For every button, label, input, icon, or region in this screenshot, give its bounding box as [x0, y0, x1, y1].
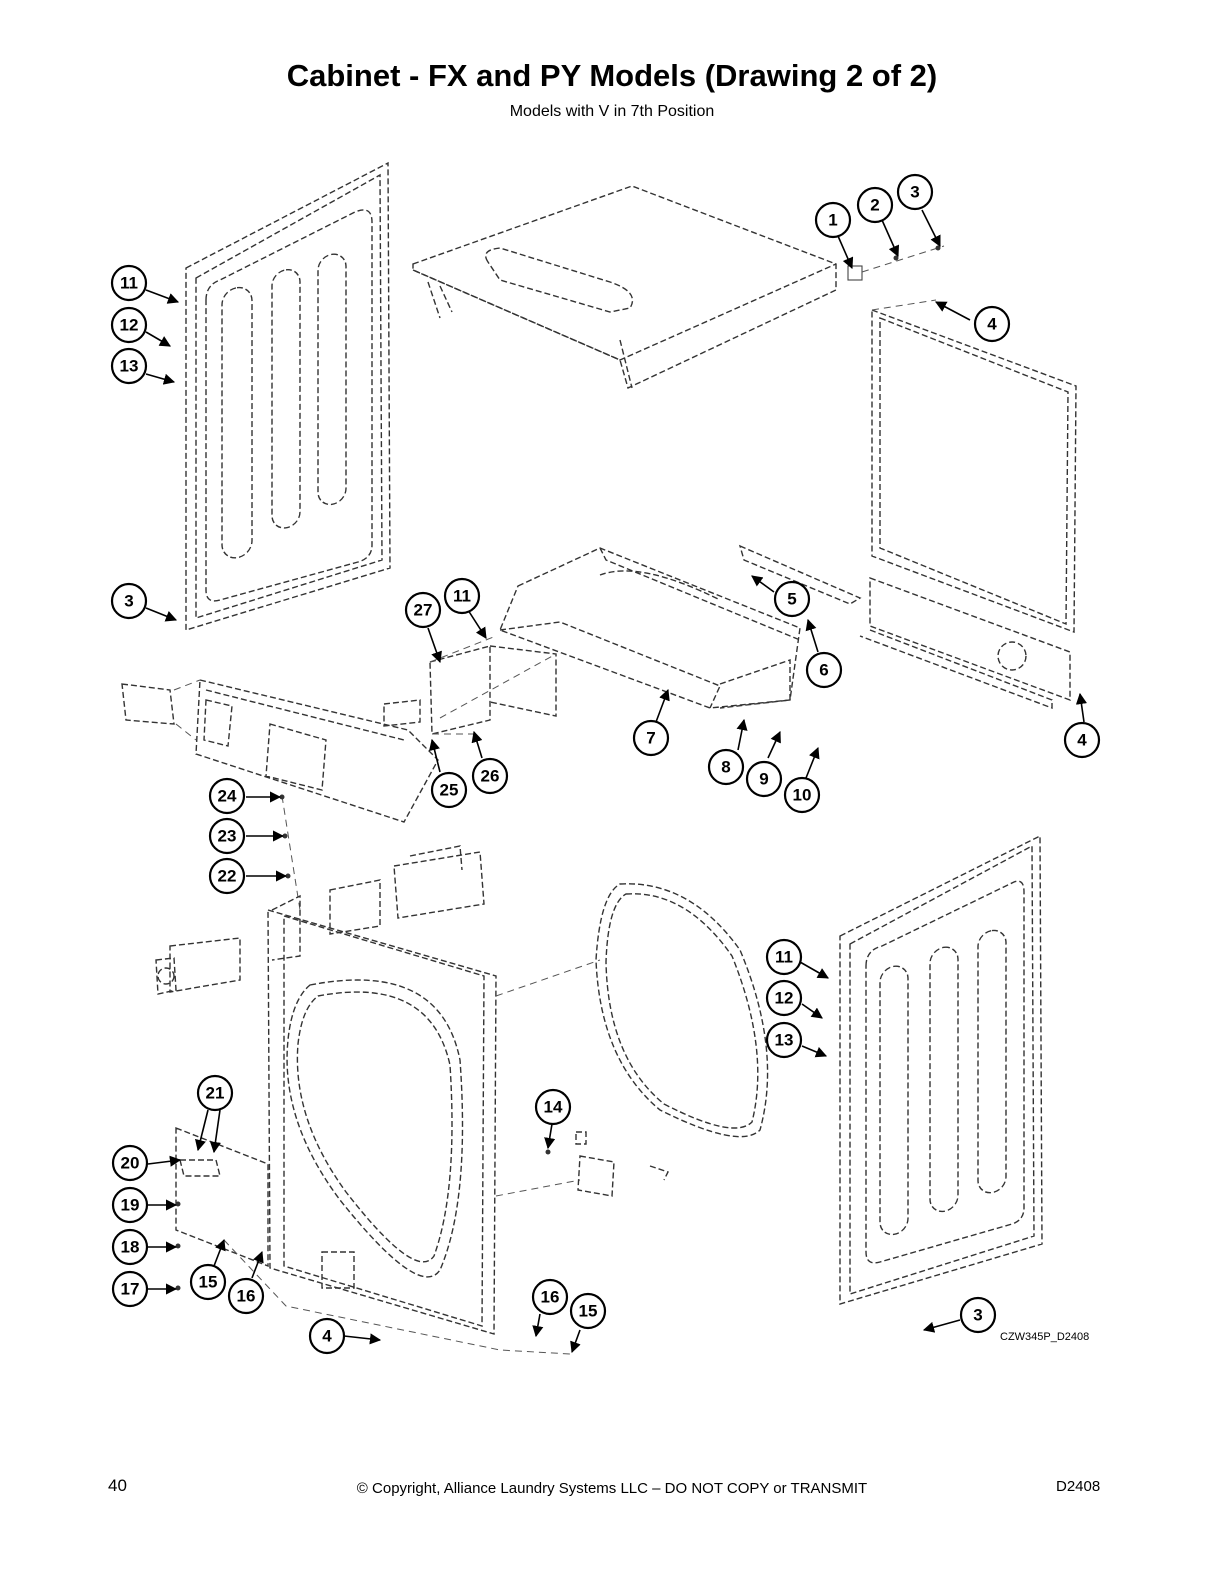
svg-text:11: 11	[453, 587, 471, 606]
callout-4: 4	[1063, 721, 1101, 759]
svg-text:9: 9	[759, 770, 768, 789]
callout-11: 11	[765, 938, 803, 976]
callout-22: 22	[208, 857, 246, 895]
svg-text:2: 2	[870, 196, 879, 215]
svg-text:4: 4	[1077, 731, 1087, 750]
svg-text:17: 17	[121, 1280, 140, 1299]
rear-lower-panel	[859, 576, 1071, 710]
svg-text:6: 6	[819, 661, 828, 680]
svg-text:19: 19	[121, 1196, 140, 1215]
callout-2: 2	[856, 186, 894, 224]
callout-3: 3	[896, 173, 934, 211]
svg-text:18: 18	[121, 1238, 140, 1257]
control-panel-console	[121, 679, 439, 823]
svg-text:5: 5	[787, 590, 796, 609]
page-subtitle: Models with V in 7th Position	[509, 103, 715, 120]
svg-text:13: 13	[775, 1031, 794, 1050]
callout-5: 5	[773, 580, 811, 618]
callout-15: 15	[569, 1292, 607, 1330]
callout-4: 4	[973, 305, 1011, 343]
svg-text:26: 26	[481, 767, 500, 786]
lower-left-bracket	[175, 1126, 571, 1355]
door-lock-parts	[545, 1131, 669, 1197]
callout-27: 27	[404, 591, 442, 629]
callout-10: 10	[783, 776, 821, 814]
callout-arrows	[145, 209, 1087, 1354]
callout-13: 13	[110, 347, 148, 385]
copyright-notice: © Copyright, Alliance Laundry Systems LL…	[356, 1480, 868, 1497]
svg-text:16: 16	[541, 1288, 560, 1307]
callout-15: 15	[189, 1263, 227, 1301]
svg-text:14: 14	[544, 1098, 563, 1117]
callout-24: 24	[208, 777, 246, 815]
control-board-assembly	[383, 635, 557, 735]
svg-text:13: 13	[120, 357, 139, 376]
svg-text:3: 3	[910, 183, 919, 202]
svg-text:12: 12	[775, 989, 794, 1008]
callout-17: 17	[111, 1270, 149, 1308]
callout-9: 9	[745, 760, 783, 798]
document-id: D2408	[1056, 1478, 1101, 1495]
svg-text:15: 15	[199, 1273, 218, 1292]
callout-26: 26	[471, 757, 509, 795]
door-switch-assembly	[329, 845, 485, 935]
svg-text:4: 4	[987, 315, 997, 334]
heater-box	[155, 937, 241, 995]
svg-text:25: 25	[440, 781, 459, 800]
svg-text:4: 4	[322, 1327, 332, 1346]
svg-text:12: 12	[120, 316, 139, 335]
callout-6: 6	[805, 651, 843, 689]
callout-11: 11	[110, 264, 148, 302]
svg-text:16: 16	[237, 1287, 256, 1306]
svg-text:8: 8	[721, 758, 730, 777]
svg-text:10: 10	[793, 786, 812, 805]
callout-12: 12	[110, 306, 148, 344]
callout-12: 12	[765, 979, 803, 1017]
svg-text:20: 20	[121, 1154, 140, 1173]
top-panel	[412, 185, 837, 389]
callout-21: 21	[196, 1074, 234, 1112]
callout-3: 3	[959, 1296, 997, 1334]
svg-text:21: 21	[206, 1084, 225, 1103]
callout-11: 11	[443, 577, 481, 615]
svg-text:15: 15	[579, 1302, 598, 1321]
svg-text:3: 3	[973, 1306, 982, 1325]
callout-19: 19	[111, 1186, 149, 1224]
left-side-panel	[185, 161, 391, 631]
svg-text:22: 22	[218, 867, 237, 886]
callout-14: 14	[534, 1088, 572, 1126]
callout-25: 25	[430, 771, 468, 809]
callout-7: 7	[632, 719, 670, 757]
callouts: 1 2 3 4 11 12 13 3 27 11 5 6 7 8 9 10 4 …	[110, 173, 1101, 1355]
rear-panel	[871, 299, 1077, 634]
callout-16: 16	[227, 1277, 265, 1315]
callout-8: 8	[707, 748, 745, 786]
svg-text:24: 24	[218, 787, 237, 806]
callout-1: 1	[814, 201, 852, 239]
callout-3: 3	[110, 582, 148, 620]
svg-text:1: 1	[828, 211, 837, 230]
right-side-panel	[839, 834, 1043, 1305]
svg-text:11: 11	[775, 948, 793, 967]
page-number: 40	[108, 1476, 127, 1495]
callout-18: 18	[111, 1228, 149, 1266]
svg-text:7: 7	[646, 729, 655, 748]
drawing-code: CZW345P_D2408	[1000, 1331, 1089, 1343]
svg-text:11: 11	[120, 274, 138, 293]
base-support-frame	[499, 544, 862, 709]
callout-20: 20	[111, 1144, 149, 1182]
callout-13: 13	[765, 1021, 803, 1059]
door-gasket	[495, 883, 769, 1197]
callout-23: 23	[208, 817, 246, 855]
svg-text:23: 23	[218, 827, 237, 846]
callout-4: 4	[308, 1317, 346, 1355]
svg-text:27: 27	[414, 601, 433, 620]
console-screws	[279, 794, 301, 911]
svg-text:3: 3	[124, 592, 133, 611]
callout-16: 16	[531, 1278, 569, 1316]
page-title: Cabinet - FX and PY Models (Drawing 2 of…	[286, 58, 938, 93]
front-panel	[267, 894, 497, 1335]
